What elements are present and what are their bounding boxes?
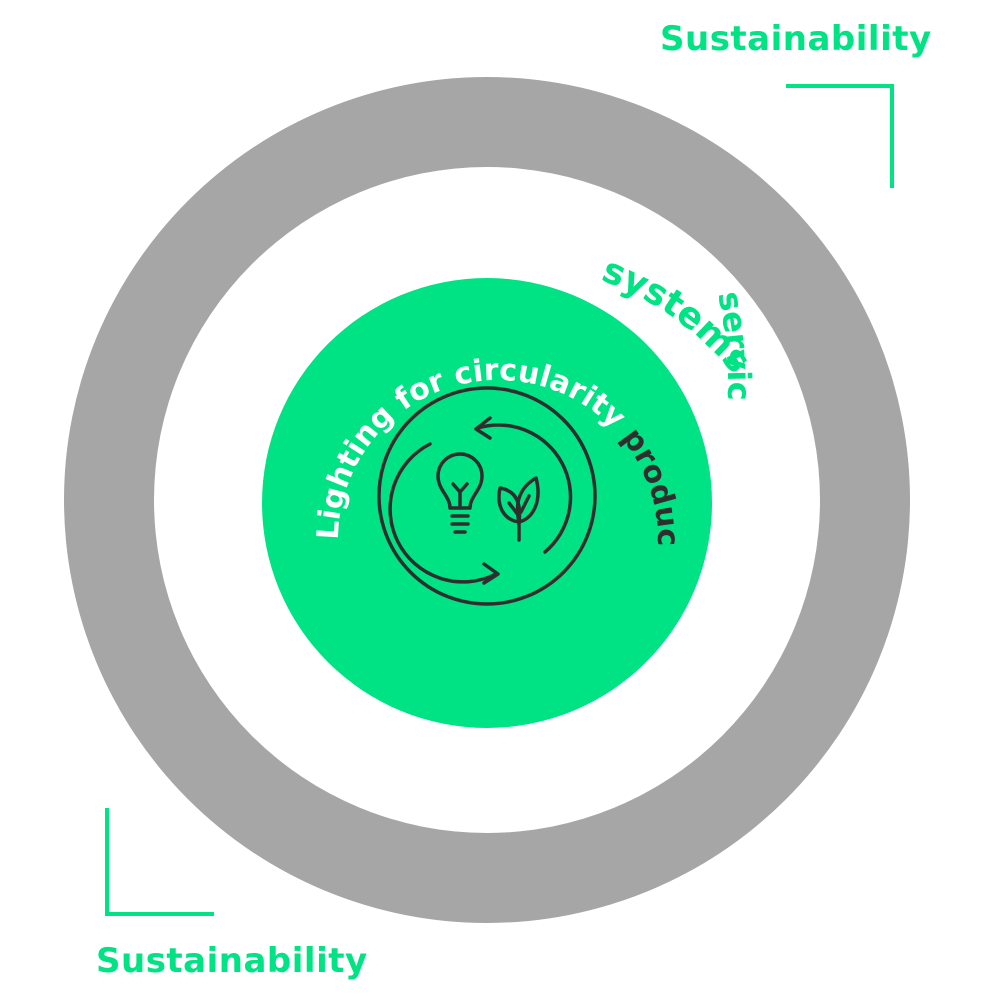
lightbulb-icon bbox=[436, 452, 484, 534]
circular-arrows-icon bbox=[377, 386, 597, 606]
top-right-sustainability-label: Sustainability bbox=[660, 19, 932, 59]
bottom-left-sustainability-label: Sustainability bbox=[96, 941, 368, 981]
inner-circle bbox=[262, 278, 712, 728]
top-right-bracket bbox=[786, 84, 894, 188]
leaf-icon bbox=[497, 476, 540, 542]
bottom-left-bracket bbox=[105, 808, 214, 916]
